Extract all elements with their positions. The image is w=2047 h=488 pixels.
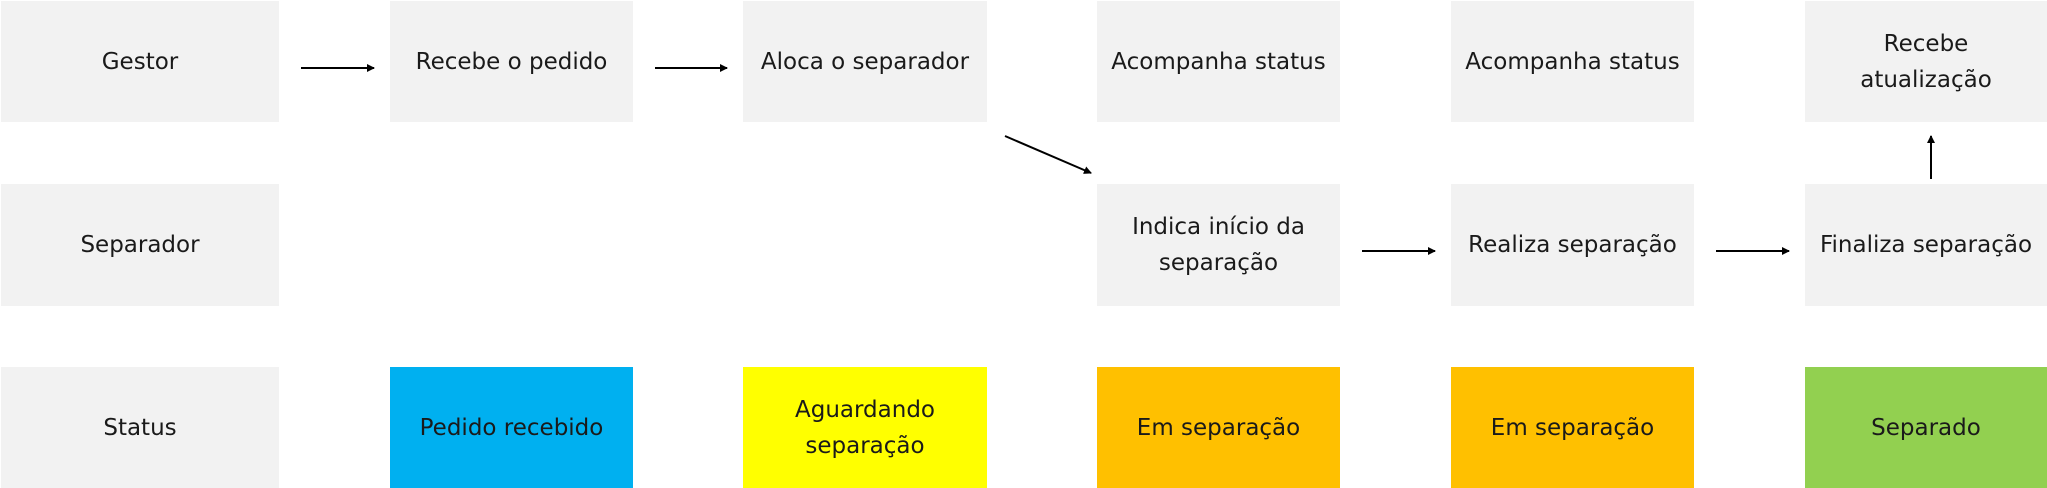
- step-realiza-separacao: Realiza separação: [1451, 184, 1694, 306]
- step-acompanha-status-1: Acompanha status: [1097, 1, 1340, 122]
- arrow-aloca-to-indica: [1004, 135, 1092, 174]
- step-finaliza-separacao: Finaliza separação: [1805, 184, 2047, 306]
- step-recebe-pedido: Recebe o pedido: [390, 1, 633, 122]
- role-label-gestor: Gestor: [1, 1, 279, 122]
- step-aloca-separador: Aloca o separador: [743, 1, 987, 122]
- status-em-separacao-2: Em separação: [1451, 367, 1694, 488]
- step-acompanha-status-2: Acompanha status: [1451, 1, 1694, 122]
- step-indica-inicio: Indica início da separação: [1097, 184, 1340, 306]
- status-aguardando-separacao: Aguardando separação: [743, 367, 987, 488]
- status-em-separacao-1: Em separação: [1097, 367, 1340, 488]
- step-recebe-atualizacao: Recebe atualização: [1805, 1, 2047, 122]
- role-label-status: Status: [1, 367, 279, 488]
- role-label-separador: Separador: [1, 184, 279, 306]
- status-separado: Separado: [1805, 367, 2047, 488]
- status-pedido-recebido: Pedido recebido: [390, 367, 633, 488]
